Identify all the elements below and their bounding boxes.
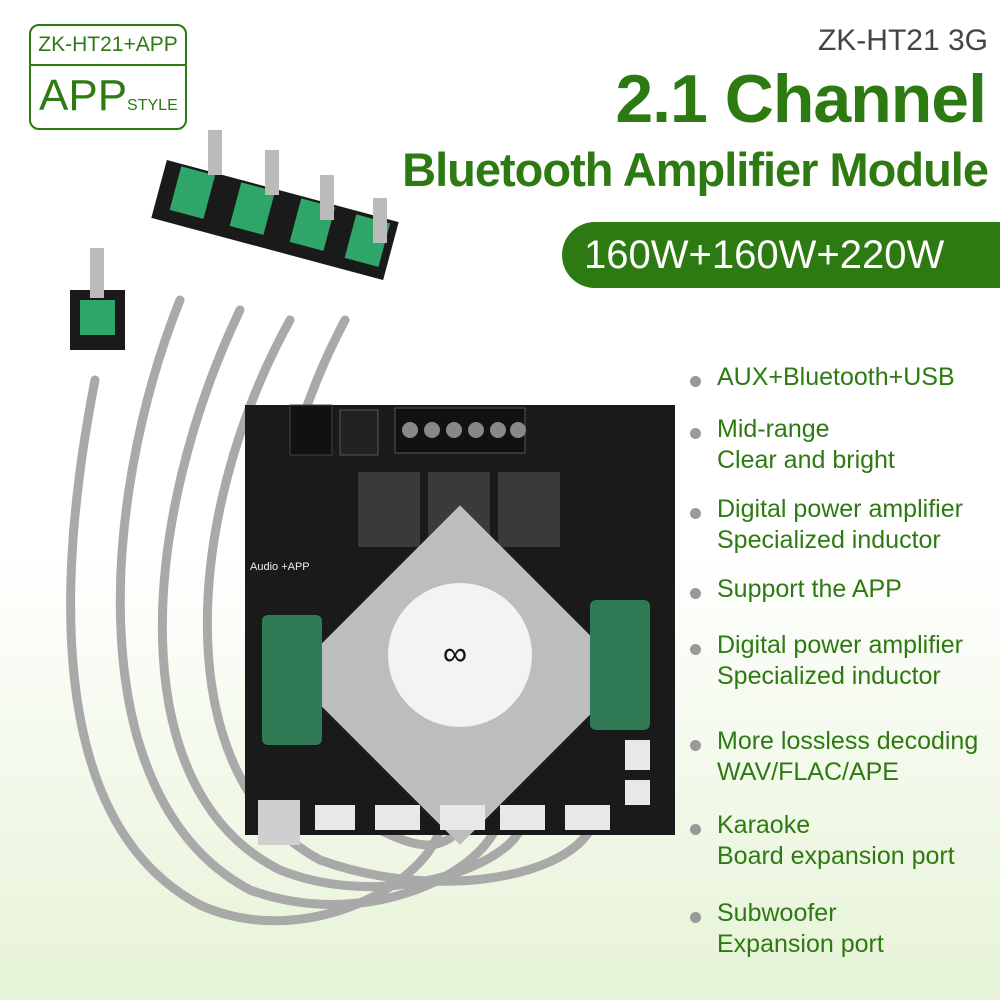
badge-model: ZK-HT21+APP	[31, 26, 185, 66]
app-style-badge: ZK-HT21+APP APPSTYLE	[29, 24, 187, 130]
bullet-icon	[690, 376, 701, 387]
potentiometers	[70, 130, 399, 350]
bullet-icon	[690, 508, 701, 519]
badge-main: APP	[39, 71, 128, 120]
bullet-icon	[690, 824, 701, 835]
model-number: ZK-HT21 3G	[817, 24, 988, 57]
svg-text:∞: ∞	[443, 635, 467, 673]
bullet-icon	[690, 912, 701, 923]
board-label: Audio +APP	[250, 561, 310, 573]
page-title: 2.1 Channel	[615, 61, 987, 137]
pcb-board: ∞ Audio +APP	[245, 404, 675, 845]
bullet-icon	[690, 740, 701, 751]
feature-item: AUX+Bluetooth+USB	[690, 362, 955, 393]
bullet-icon	[690, 644, 701, 655]
bullet-icon	[690, 588, 701, 599]
power-banner: 160W+160W+220W	[562, 222, 1000, 288]
page-subtitle: Bluetooth Amplifier Module	[402, 143, 989, 196]
bullet-icon	[690, 428, 701, 439]
feature-item: Support the APP	[690, 574, 902, 605]
badge-sub: STYLE	[127, 97, 178, 114]
